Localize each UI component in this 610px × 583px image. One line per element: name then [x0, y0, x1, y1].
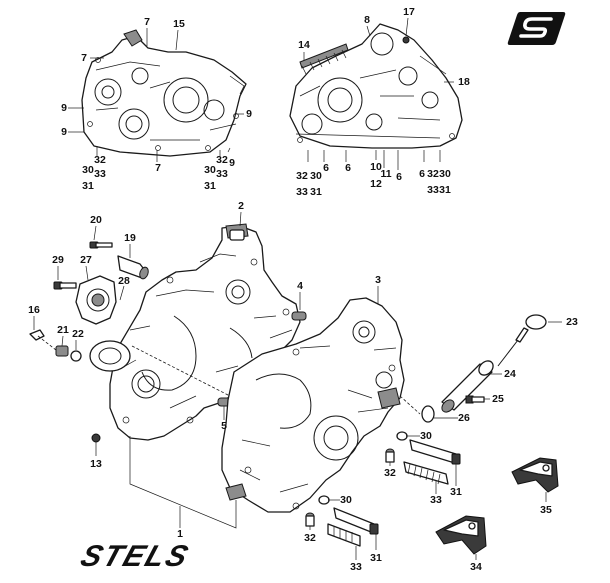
stud-32-lower — [305, 512, 315, 527]
callout-2: 2 — [238, 200, 244, 212]
callout-32: 32 — [216, 154, 228, 166]
callout-30: 30 — [310, 170, 322, 182]
sleeve-19 — [117, 255, 149, 280]
bolt-16 — [29, 329, 45, 341]
callout-35: 35 — [540, 504, 552, 516]
stud-33-upper — [403, 461, 449, 485]
callout-21: 21 — [57, 324, 69, 336]
callout-19: 19 — [124, 232, 136, 244]
callout-30: 30 — [340, 494, 352, 506]
oring-22 — [70, 350, 82, 362]
callout-labels: 7 15 7 9 9 9 9 32 30 33 31 7 32 30 33 31… — [28, 6, 578, 573]
left-case-small-view — [81, 29, 247, 157]
callout-29: 29 — [52, 254, 64, 266]
callout-16: 16 — [28, 304, 40, 316]
callout-30: 30 — [420, 430, 432, 442]
callout-6: 6 — [323, 162, 329, 174]
cover-27 — [75, 275, 117, 325]
callout-17: 17 — [403, 6, 415, 18]
callout-7: 7 — [144, 16, 150, 28]
crankcase-right-half — [221, 297, 405, 513]
callout-4: 4 — [297, 280, 303, 292]
callout-31: 31 — [450, 486, 462, 498]
callout-33: 33 — [216, 168, 228, 180]
callout-10: 10 — [370, 161, 382, 173]
callout-13: 13 — [90, 458, 102, 470]
stud-32-upper — [385, 448, 395, 463]
dowel-pin-4 — [291, 311, 307, 321]
callout-33: 33 — [350, 561, 362, 573]
callout-9: 9 — [229, 157, 235, 169]
callout-31: 31 — [310, 186, 322, 198]
callout-6: 6 — [419, 168, 425, 180]
callout-6: 6 — [396, 171, 402, 183]
stels-wordmark: STELS — [77, 539, 195, 573]
callout-32: 32 — [304, 532, 316, 544]
bolt-25 — [465, 395, 485, 404]
callout-27: 27 — [80, 254, 92, 266]
callout-26: 26 — [458, 412, 470, 424]
callout-6: 6 — [345, 162, 351, 174]
callout-15: 15 — [173, 18, 185, 30]
callout-31: 31 — [439, 184, 451, 196]
callout-24: 24 — [504, 368, 516, 380]
washer-30-upper — [396, 431, 408, 441]
callout-33: 33 — [427, 184, 439, 196]
right-case-small-view — [289, 23, 463, 149]
callout-23: 23 — [566, 316, 578, 328]
callout-20: 20 — [90, 214, 102, 226]
callout-9: 9 — [61, 102, 67, 114]
tube-24 — [441, 360, 494, 413]
callout-7: 7 — [81, 52, 87, 64]
callout-32: 32 — [384, 467, 396, 479]
callout-30: 30 — [82, 164, 94, 176]
bolt-29 — [53, 281, 77, 290]
bolt-31-upper — [409, 439, 461, 465]
callout-31: 31 — [82, 180, 94, 192]
callout-33: 33 — [94, 168, 106, 180]
bracket-35 — [511, 457, 559, 493]
bolt-20 — [89, 241, 113, 249]
stud-33-lower — [327, 523, 361, 547]
callout-32: 32 — [94, 154, 106, 166]
oring-26 — [421, 405, 435, 423]
callout-12: 12 — [370, 178, 382, 190]
callout-34: 34 — [470, 561, 482, 573]
callout-9: 9 — [61, 126, 67, 138]
callout-31: 31 — [370, 552, 382, 564]
stels-wordmark-text: STELS — [77, 539, 195, 573]
callout-8: 8 — [364, 14, 370, 26]
callout-1: 1 — [177, 528, 183, 540]
callout-30: 30 — [204, 164, 216, 176]
washer-30-lower — [318, 495, 330, 505]
callout-11: 11 — [380, 168, 391, 180]
crankcase-left-half — [91, 223, 307, 443]
callout-32: 32 — [427, 168, 439, 180]
callout-33: 33 — [296, 186, 308, 198]
callout-7: 7 — [155, 162, 161, 174]
plug-13 — [91, 433, 101, 443]
callout-28: 28 — [118, 275, 130, 287]
callout-14: 14 — [298, 39, 310, 51]
callout-32: 32 — [296, 170, 308, 182]
callout-31: 31 — [204, 180, 216, 192]
callout-22: 22 — [72, 328, 84, 340]
callout-30: 30 — [439, 168, 451, 180]
stels-s-logo — [507, 12, 566, 45]
callout-33: 33 — [430, 494, 442, 506]
callout-18: 18 — [458, 76, 470, 88]
washer-21 — [55, 345, 69, 357]
callout-25: 25 — [492, 393, 504, 405]
callout-9: 9 — [246, 108, 252, 120]
leader-lines — [33, 17, 562, 560]
callout-3: 3 — [375, 274, 381, 286]
bracket-34 — [435, 515, 487, 555]
dipstick-23 — [497, 314, 547, 367]
gasket-28 — [89, 340, 131, 372]
callout-5: 5 — [221, 420, 227, 432]
